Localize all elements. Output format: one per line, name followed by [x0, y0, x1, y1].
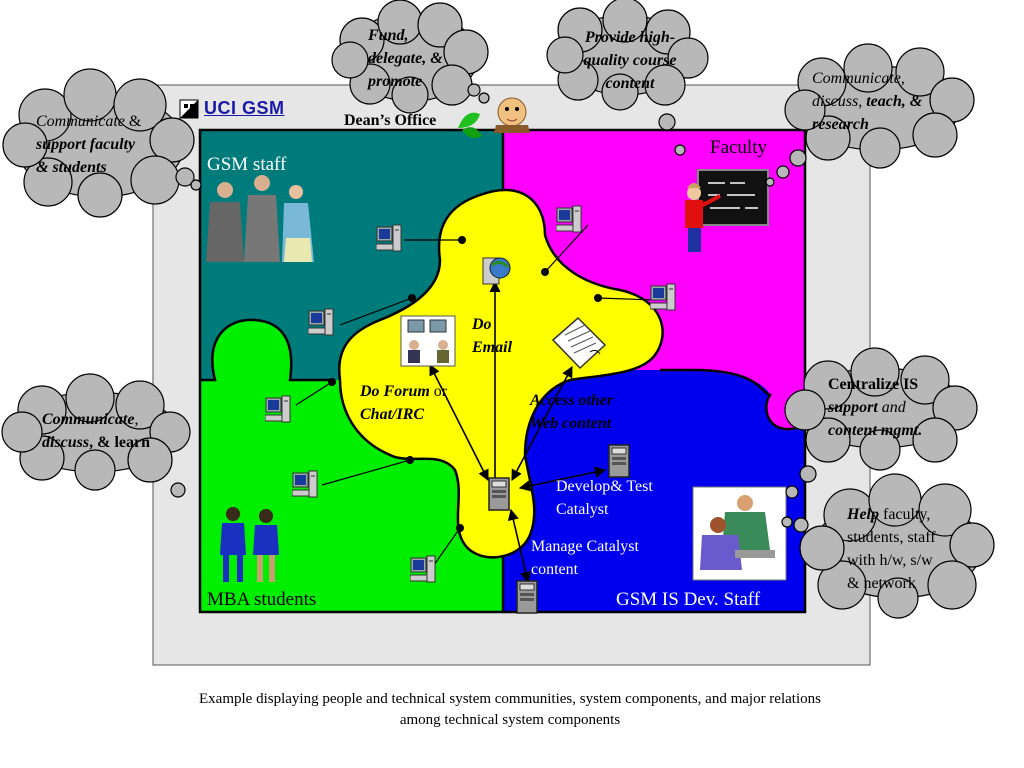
students-icon [220, 507, 279, 582]
cloud-help-text: Help faculty, students, staff with h/w, … [847, 506, 936, 592]
web-server-icon [482, 257, 511, 285]
server-icon [516, 580, 538, 614]
web-document-icon [551, 316, 607, 370]
staff-people-icon [206, 175, 314, 262]
pc-icon [556, 205, 582, 233]
forum-label-2: Chat/IRC [360, 406, 425, 423]
cloud-support-text: Communicate & support faculty & students [36, 113, 142, 176]
caption-line-2: among technical system components [399, 712, 621, 728]
teacher-figure-icon [685, 183, 721, 252]
connection-lines [295, 224, 656, 566]
cloud-centralize-text: Centralize IS support and content mgmt. [828, 376, 923, 439]
green-puzzle-knob [200, 319, 330, 460]
deans-office-label: Dean’s Office [344, 112, 437, 129]
dean-figure-icon [494, 97, 530, 133]
region-label-is-dev-staff: GSM IS Dev. Staff [616, 589, 761, 610]
pc-icon [650, 283, 676, 311]
pc-icon [292, 470, 318, 498]
dev-staff-picture [692, 486, 787, 581]
cloud-teach-text: Communicate, discuss, teach, & research [812, 70, 923, 133]
access-web-label-1: Access other [530, 392, 614, 409]
region-label-mba-students: MBA students [207, 589, 317, 610]
email-users-icon [400, 315, 456, 367]
cloud-communicate-teach [765, 43, 975, 187]
magenta-lower-lobe [700, 370, 805, 430]
cloud-provide [546, 0, 709, 156]
region-label-gsm-staff: GSM staff [207, 154, 287, 175]
do-email-label-2: Email [472, 339, 513, 356]
region-label-faculty: Faculty [710, 137, 767, 158]
access-web-label-2: Web content [530, 415, 612, 432]
manage-content-label-2: content [531, 561, 579, 578]
do-email-label-1: Do [472, 316, 492, 333]
cloud-fund [331, 0, 490, 114]
cloud-communicate-learn [1, 373, 191, 498]
central-server-icon [488, 477, 510, 511]
develop-test-label-1: Develop& Test [556, 478, 653, 495]
cloud-fund-text: Fund,delegate, &promote [368, 27, 443, 90]
develop-test-label-2: Catalyst [556, 501, 609, 518]
cloud-help [781, 473, 995, 619]
server-icon [608, 444, 630, 478]
forum-label-1: Do Forum or [360, 383, 448, 400]
figure-caption: Example displaying people and technical … [140, 689, 880, 731]
manage-content-label-1: Manage Catalyst [531, 538, 639, 555]
logo-mark [179, 99, 199, 119]
cloud-centralize [784, 347, 978, 499]
pc-icon [265, 395, 291, 423]
blackboard-icon [697, 169, 769, 226]
cloud-learn-text: Communicate, discuss, & learn [42, 411, 150, 451]
thought-clouds [1, 0, 995, 619]
plant-icon [458, 112, 482, 138]
arrows [429, 280, 607, 584]
logo-text: UCI GSM [204, 98, 285, 118]
cloud-communicate-support [2, 68, 202, 218]
pc-icon [376, 224, 402, 252]
pc-icon [308, 308, 334, 336]
caption-line-1: Example displaying people and technical … [199, 691, 821, 707]
pc-icon [410, 555, 436, 583]
